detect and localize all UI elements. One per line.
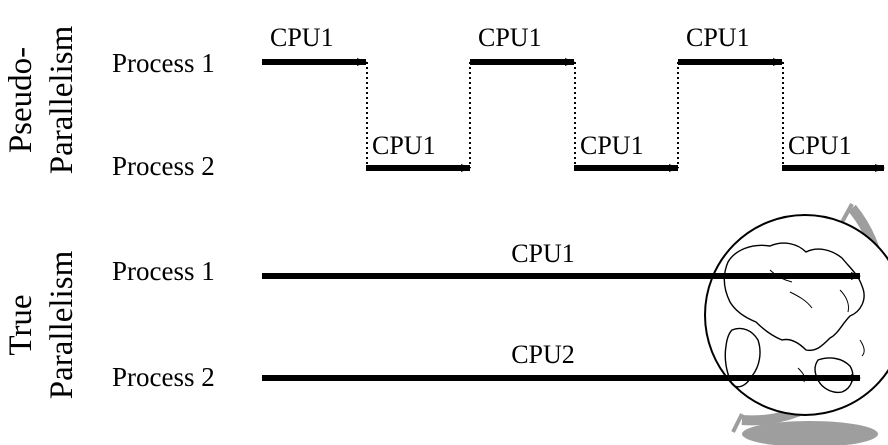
pseudo-cpu-label-2: CPU1 bbox=[478, 23, 542, 52]
pseudo-cpu-label-3: CPU1 bbox=[686, 23, 750, 52]
true-timeline: CPU1 CPU2 bbox=[262, 239, 861, 382]
pseudo-parallelism-heading: Pseudo- Parallelism bbox=[3, 25, 80, 174]
pseudo-cpu-label-6: CPU1 bbox=[788, 131, 852, 160]
globe-icon bbox=[704, 203, 888, 445]
true-cpu2-label: CPU2 bbox=[511, 340, 575, 369]
pseudo-label-line2: Parallelism bbox=[44, 25, 80, 174]
true-label-line1: True bbox=[3, 294, 39, 355]
pseudo-cpu-label-1: CPU1 bbox=[270, 23, 334, 52]
true-cpu1-label: CPU1 bbox=[511, 239, 575, 268]
pseudo-timeline: CPU1 CPU1 CPU1 CPU1 CPU1 CPU1 bbox=[262, 23, 885, 172]
true-label-line2: Parallelism bbox=[44, 250, 80, 399]
pseudo-cpu-label-5: CPU1 bbox=[580, 131, 644, 160]
pseudo-cpu-label-4: CPU1 bbox=[372, 131, 436, 160]
pseudo-label-line1: Pseudo- bbox=[3, 47, 39, 153]
pseudo-process1-label: Process 1 bbox=[112, 48, 215, 78]
true-process2-label: Process 2 bbox=[112, 362, 215, 392]
true-parallelism-heading: True Parallelism bbox=[3, 250, 80, 399]
true-process1-label: Process 1 bbox=[112, 256, 215, 286]
pseudo-process2-label: Process 2 bbox=[112, 151, 215, 181]
